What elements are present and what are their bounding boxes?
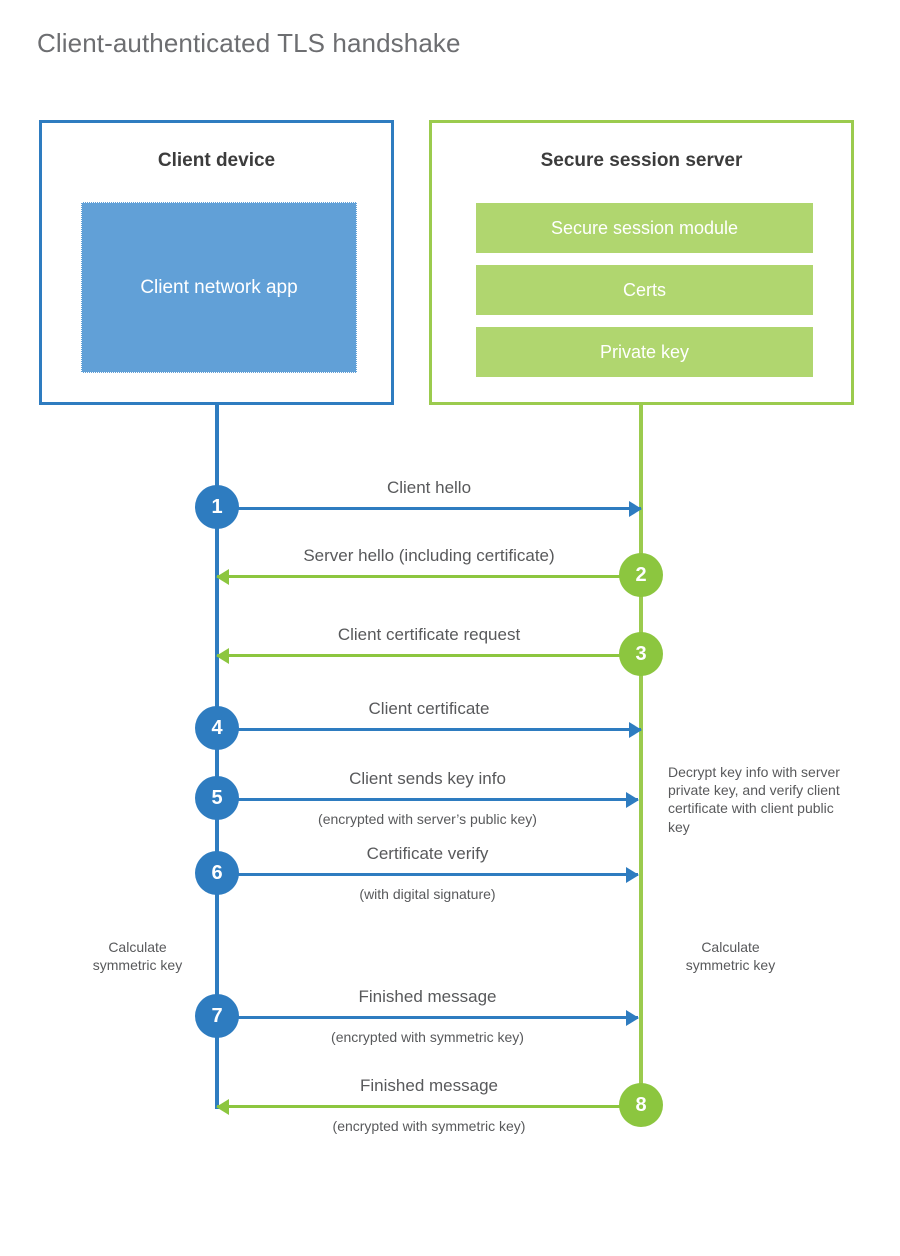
note-client-calculate-symmetric-key: Calculate symmetric key (92, 939, 183, 974)
message-8-label: Finished message (360, 1076, 498, 1095)
message-6-sublabel: (with digital signature) (359, 886, 496, 902)
secure-session-server-box: Secure session server Secure session mod… (429, 120, 854, 405)
step-marker-1: 1 (195, 485, 239, 529)
message-3-label: Client certificate request (337, 625, 521, 644)
page-title: Client-authenticated TLS handshake (37, 28, 461, 58)
secure-session-server-title: Secure session server (540, 150, 743, 171)
message-1-line (217, 507, 641, 510)
message-3-line (217, 654, 641, 657)
message-8-sublabel: (encrypted with symmetric key) (332, 1118, 526, 1134)
server-lifeline (639, 404, 643, 1107)
note-server-decrypt-verify: Decrypt key info with server private key… (668, 764, 840, 835)
arrow-head-icon (626, 792, 639, 808)
arrow-head-icon (216, 1099, 229, 1115)
client-lifeline (215, 404, 219, 1109)
message-2-label: Server hello (including certificate) (303, 546, 555, 565)
message-5-label: Client sends key info (349, 769, 506, 788)
step-marker-6: 6 (195, 851, 239, 895)
message-5-line (217, 798, 638, 801)
message-8-line (217, 1105, 641, 1108)
step-marker-4: 4 (195, 706, 239, 750)
arrow-head-icon (216, 569, 229, 585)
message-7-label: Finished message (358, 987, 497, 1006)
message-7-sublabel: (encrypted with symmetric key) (331, 1029, 524, 1045)
server-component-private-key: Private key (476, 327, 813, 377)
message-1-label: Client hello (386, 478, 472, 497)
step-marker-2: 2 (619, 553, 663, 597)
message-6-label: Certificate verify (366, 844, 489, 863)
note-server-calculate-symmetric-key: Calculate symmetric key (685, 939, 776, 974)
server-component-certs: Certs (476, 265, 813, 315)
arrow-head-icon (629, 501, 642, 517)
step-marker-7: 7 (195, 994, 239, 1038)
arrow-head-icon (629, 722, 642, 738)
message-4-line (217, 728, 641, 731)
client-device-title: Client device (157, 150, 276, 171)
message-4-label: Client certificate (368, 699, 490, 718)
message-2-line (217, 575, 641, 578)
arrow-head-icon (216, 648, 229, 664)
client-network-app-block: Client network app (81, 202, 357, 373)
step-marker-3: 3 (619, 632, 663, 676)
message-7-line (217, 1016, 638, 1019)
client-device-box: Client device Client network app (39, 120, 394, 405)
server-component-secure-session-module: Secure session module (476, 203, 813, 253)
message-5-sublabel: (encrypted with server’s public key) (318, 811, 537, 827)
arrow-head-icon (626, 1010, 639, 1026)
message-6-line (217, 873, 638, 876)
arrow-head-icon (626, 867, 639, 883)
step-marker-8: 8 (619, 1083, 663, 1127)
step-marker-5: 5 (195, 776, 239, 820)
